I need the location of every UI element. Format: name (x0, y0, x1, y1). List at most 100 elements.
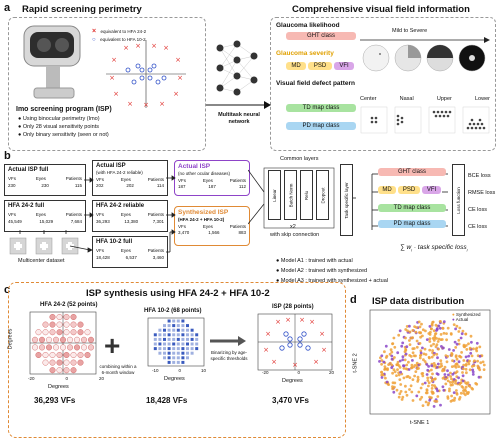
tsne-point-synth (398, 378, 402, 381)
hfa10-point (158, 328, 162, 332)
hfa24-point (31, 344, 38, 351)
tsne-point-synth (399, 390, 403, 393)
hfa24-point (70, 329, 77, 336)
tsne-point-synth (379, 356, 382, 360)
tsne-point-actual (384, 344, 388, 348)
layer-linear: Linear (268, 170, 281, 220)
tsne-point-synth (461, 329, 465, 333)
legend-actual: ● Actual (452, 317, 469, 322)
tsne-point-synth (391, 387, 394, 391)
hfa24-point (84, 352, 91, 359)
hfa10-point (176, 347, 180, 351)
tsne-point-synth (423, 347, 427, 351)
svg-text:×: × (175, 56, 181, 64)
hfa24-point (77, 352, 84, 359)
tsne-point-actual (392, 390, 396, 394)
tsne-point-synth (479, 361, 483, 365)
tsne-point-synth (435, 400, 439, 403)
tsne-point-synth (419, 386, 423, 390)
svg-text:×: × (127, 100, 133, 108)
hfa10-point (195, 347, 199, 351)
tsne-point-synth (430, 355, 434, 359)
tsne-point-synth (401, 395, 405, 399)
tsne-point-synth (402, 376, 406, 380)
tsne-point-actual (464, 355, 468, 359)
tsne-point-actual (427, 365, 430, 368)
hfa10-plot (147, 317, 205, 367)
hfa24-point (49, 367, 56, 374)
hfa10-point (181, 356, 185, 360)
tsne-point-synth (409, 384, 413, 388)
hfa10-point (163, 333, 166, 337)
hfa10-point (163, 328, 166, 332)
tsne-point-synth (446, 379, 450, 383)
svg-text:×: × (319, 330, 325, 338)
tsne-point-synth (450, 377, 453, 381)
tsne-xlabel: t-SNE 1 (410, 420, 430, 426)
hfa10-point (172, 319, 176, 323)
tsne-point-synth (445, 338, 448, 342)
hfa10-point (176, 319, 180, 323)
tsne-point-synth (448, 389, 451, 393)
tsne-point-synth (464, 385, 468, 389)
svg-text:×: × (275, 318, 281, 326)
hfa10-point (163, 324, 166, 328)
hfa24-point (39, 344, 46, 351)
tsne-point-synth (478, 345, 482, 349)
tsne-point-synth (384, 356, 388, 359)
vf-moderate-icon (394, 44, 422, 72)
tsne-point-synth (402, 367, 406, 370)
tsne-point-synth (381, 373, 385, 376)
svg-text:×: × (313, 358, 319, 366)
hfa24-point (60, 344, 67, 351)
tsne-point-synth (434, 345, 438, 349)
isp-title: ISP (28 points) (272, 304, 314, 310)
hfa10-point (172, 333, 176, 337)
hfa24-point (63, 352, 70, 359)
box-actual-isp-final: Actual ISP (no other ocular diseases) VF… (174, 160, 250, 196)
hfa10-point (195, 333, 199, 337)
tsne-point-actual (438, 326, 442, 330)
hfa10-xlabel: Degrees (164, 376, 185, 382)
tsne-point-synth (445, 360, 449, 364)
hfa10-point (163, 347, 166, 351)
tsne-point-synth (457, 330, 461, 333)
bullet-3: ● Only binary sensitivity (seen or not) (18, 132, 109, 138)
tsne-point-synth (419, 354, 422, 357)
tsne-point-synth (473, 359, 476, 363)
tsne-point-actual (407, 368, 411, 371)
hfa24-point (74, 336, 81, 343)
ght-class-box: GHT class (286, 32, 356, 40)
panel-b-arrows (19, 175, 176, 253)
tsne-point-synth (418, 398, 422, 401)
tsne-point-synth (433, 377, 436, 381)
tsne-point-synth (425, 389, 429, 392)
tsne-point-synth (408, 343, 412, 346)
blue-circle-icon: ○ (92, 37, 96, 43)
hfa24-xlabel: Degrees (48, 384, 69, 390)
vf-mild-icon (362, 44, 390, 72)
tsne-point-synth (391, 342, 394, 346)
tsne-point-synth (458, 354, 461, 358)
svg-text:×: × (173, 90, 179, 98)
hfa10-point (186, 356, 189, 360)
hfa24-point (49, 313, 56, 320)
panel-a-left-title: Rapid screening perimetry (22, 4, 142, 15)
out-ght: GHT class (378, 168, 446, 176)
hfa10-point (186, 324, 189, 328)
pattern-center-icon (360, 106, 388, 134)
out-psd: PSD (398, 186, 420, 194)
tsne-point-actual (453, 340, 457, 344)
tsne-point-actual (436, 356, 439, 360)
tsne-point-synth (408, 330, 412, 334)
tsne-point-synth (430, 387, 434, 390)
tsne-point-actual (435, 387, 439, 391)
tsne-point-synth (451, 359, 454, 362)
layer-dropout: Dropout (316, 170, 329, 220)
tsne-point-synth (415, 339, 419, 343)
tsne-point-synth (409, 336, 413, 340)
tsne-point-synth (412, 354, 416, 358)
legend-synth: ● Synthesized (452, 312, 481, 317)
